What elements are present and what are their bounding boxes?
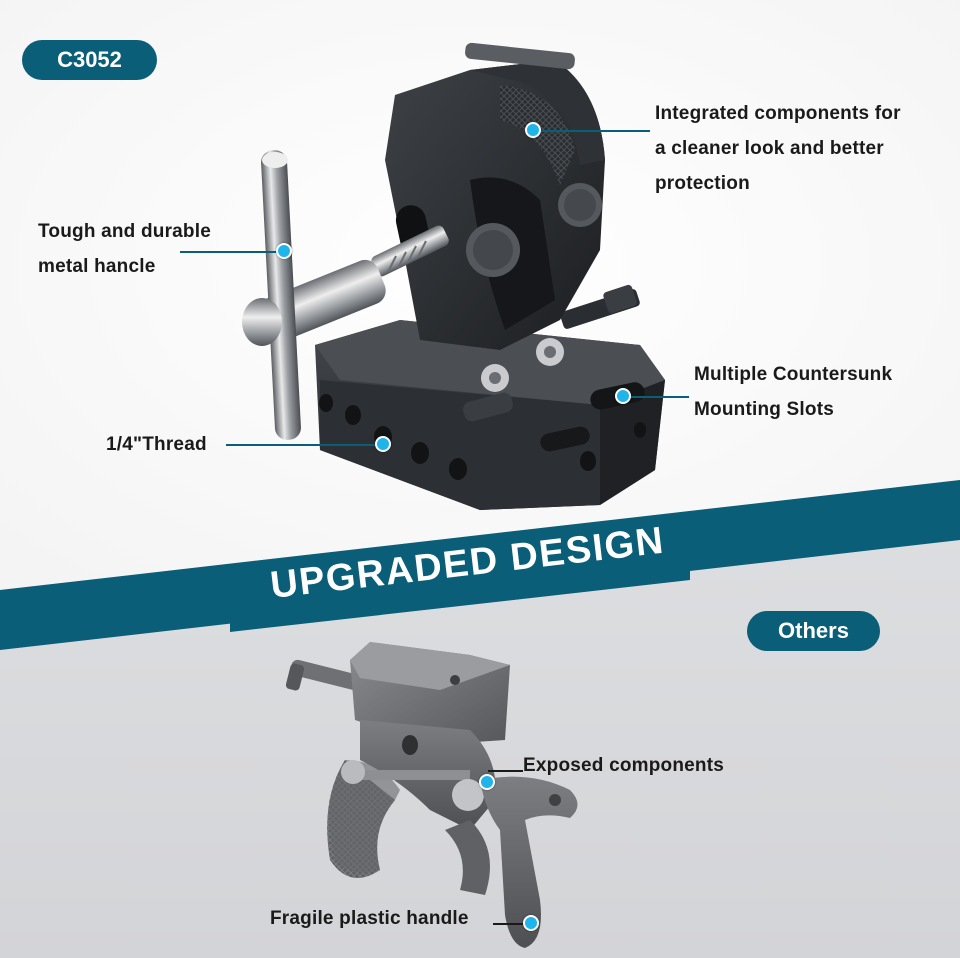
- fragile-callout-line: [493, 923, 528, 925]
- handle-callout-line: [180, 251, 280, 253]
- integrated-callout-dot: [525, 122, 541, 138]
- thread-callout-line: [226, 444, 381, 446]
- integrated-line-1: Integrated components for: [655, 103, 901, 124]
- handle-callout-text: Tough and durable metal hancle: [38, 214, 211, 284]
- model-badge: C3052: [22, 40, 157, 80]
- exposed-callout-dot: [479, 774, 495, 790]
- handle-callout-dot: [276, 243, 292, 259]
- slots-callout-line: [624, 396, 689, 398]
- fragile-callout-dot: [523, 915, 539, 931]
- exposed-callout-text: Exposed components: [523, 755, 725, 776]
- slots-callout-text: Multiple Countersunk Mounting Slots: [694, 357, 892, 427]
- handle-line-1: Tough and durable: [38, 221, 211, 242]
- exposed-callout-line: [488, 770, 523, 772]
- fragile-callout-text: Fragile plastic handle: [270, 908, 469, 929]
- integrated-line-2: a cleaner look and better: [655, 138, 884, 159]
- integrated-line-3: protection: [655, 173, 750, 194]
- integrated-callout-line: [535, 130, 650, 132]
- handle-line-2: metal hancle: [38, 256, 156, 277]
- thread-callout-text: 1/4"Thread: [106, 427, 207, 462]
- thread-callout-dot: [375, 436, 391, 452]
- slots-callout-dot: [615, 388, 631, 404]
- thread-line-1: 1/4"Thread: [106, 434, 207, 455]
- others-badge: Others: [747, 611, 880, 651]
- slots-line-2: Mounting Slots: [694, 399, 834, 420]
- integrated-callout-text: Integrated components for a cleaner look…: [655, 96, 901, 201]
- slots-line-1: Multiple Countersunk: [694, 364, 893, 385]
